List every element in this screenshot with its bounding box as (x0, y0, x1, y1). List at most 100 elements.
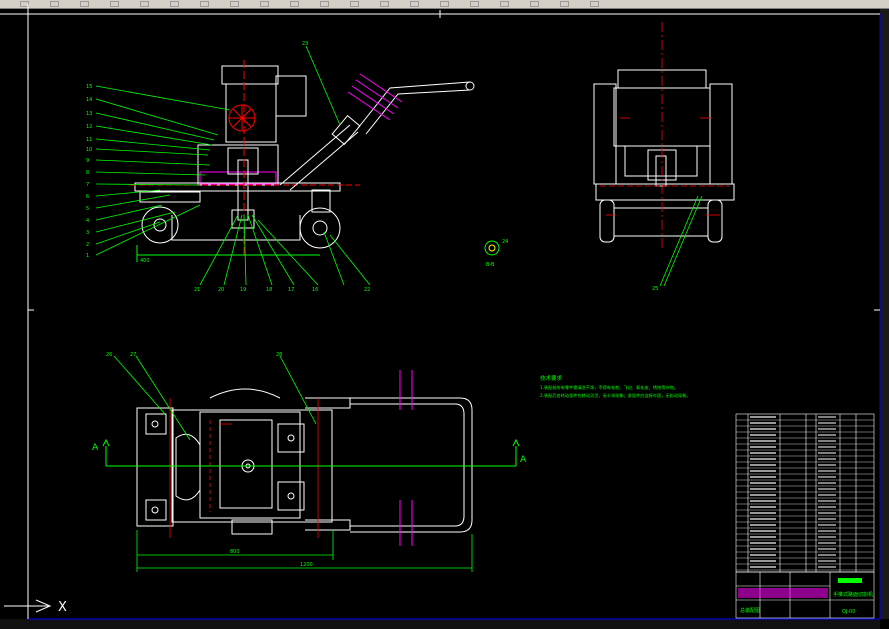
parts-list-entry (818, 500, 836, 502)
parts-list-entry (818, 524, 836, 526)
horizontal-scrollbar[interactable] (0, 619, 880, 629)
parts-list-entry (750, 554, 776, 556)
balloon: 17 (288, 287, 294, 293)
parts-list-entries (750, 416, 836, 568)
tech-notes-line-2: 2.装配后各转动部件应转动灵活，无卡滞现象；紧固件应连接牢固，无松动现象。 (540, 392, 691, 399)
parts-list-entry (818, 416, 836, 418)
parts-list-entry (750, 470, 776, 472)
toolbar-button[interactable] (470, 1, 479, 7)
parts-list-entry (750, 476, 776, 478)
parts-list-entry (818, 488, 836, 490)
parts-list-entry (750, 452, 776, 454)
balloon: 3 (86, 230, 89, 236)
balloon: 22 (364, 287, 370, 293)
parts-list-entry (818, 476, 836, 478)
parts-list-entry (818, 530, 836, 532)
tech-notes: 技术要求 1.装配前所有零件需清洗干净，不得有毛刺、飞边、氧化皮、锈蚀等杂物。 … (540, 374, 691, 399)
balloon: 19 (240, 287, 246, 293)
dimension: 800 (230, 549, 240, 555)
balloon: 24 (502, 239, 508, 245)
parts-list-entry (818, 428, 836, 430)
toolbar-button[interactable] (260, 1, 269, 7)
side-view-balloons: 15 14 13 12 11 10 9 8 7 6 5 4 3 2 1 23 2… (86, 41, 370, 293)
toolbar-button[interactable] (230, 1, 239, 7)
balloon: 1 (86, 253, 89, 259)
toolbar-button[interactable] (50, 1, 59, 7)
tech-notes-line-1: 1.装配前所有零件需清洗干净，不得有毛刺、飞边、氧化皮、锈蚀等杂物。 (540, 384, 678, 391)
balloon: 18 (266, 287, 272, 293)
title-block-accent (838, 578, 862, 583)
balloon: 8 (86, 170, 89, 176)
parts-list-entry (818, 494, 836, 496)
balloon: 9 (86, 158, 89, 164)
parts-list-entry (750, 518, 776, 520)
parts-list-entry (750, 428, 776, 430)
parts-list-entry (818, 542, 836, 544)
toolbar-button[interactable] (320, 1, 329, 7)
toolbar-button[interactable] (350, 1, 359, 7)
balloon: 20 (218, 287, 224, 293)
balloon: 28 (276, 352, 282, 358)
parts-list-entry (750, 416, 776, 418)
parts-list-entry (818, 446, 836, 448)
parts-list-entry (750, 506, 776, 508)
balloon: 16 (312, 287, 318, 293)
dimension: 1200 (300, 562, 313, 568)
front-view-leaders (659, 195, 703, 287)
parts-list-entry (818, 566, 836, 568)
dimension: 400 (140, 258, 150, 264)
parts-list-entry (750, 434, 776, 436)
balloon: 13 (86, 111, 92, 117)
section-mark-left: A (92, 443, 99, 453)
vertical-scrollbar[interactable] (880, 9, 889, 619)
toolbar-button[interactable] (590, 1, 599, 7)
balloon: 21 (194, 287, 200, 293)
parts-list-entry (750, 530, 776, 532)
toolbar-button[interactable] (80, 1, 89, 7)
toolbar-button[interactable] (110, 1, 119, 7)
parts-list-entry (750, 536, 776, 538)
balloon: 14 (86, 97, 92, 103)
toolbar-button[interactable] (410, 1, 419, 7)
parts-list-entry (818, 512, 836, 514)
side-view (130, 60, 475, 262)
section-mark-right: A (520, 455, 527, 465)
toolbar-button[interactable] (200, 1, 209, 7)
toolbar-button[interactable] (290, 1, 299, 7)
balloon: 11 (86, 137, 92, 143)
title-block-highlight (738, 588, 828, 598)
toolbar-button[interactable] (380, 1, 389, 7)
parts-list-entry (818, 434, 836, 436)
title-block (735, 571, 875, 619)
parts-list-entry (818, 560, 836, 562)
toolbar-button[interactable] (440, 1, 449, 7)
side-view-leaders (95, 45, 371, 286)
balloon: 2 (86, 242, 89, 248)
toolbar-button[interactable] (560, 1, 569, 7)
parts-list-entry (750, 548, 776, 550)
parts-list-entry (750, 542, 776, 544)
parts-list-entry (750, 488, 776, 490)
toolbar (0, 0, 889, 9)
toolbar-button[interactable] (500, 1, 509, 7)
parts-list-entry (750, 464, 776, 466)
detail-label: B-B (486, 262, 495, 268)
parts-list-entry (750, 440, 776, 442)
parts-list-entry (818, 452, 836, 454)
parts-list-entry (818, 422, 836, 424)
ucs-icon (4, 599, 52, 613)
toolbar-button[interactable] (140, 1, 149, 7)
balloon: 6 (86, 194, 89, 200)
toolbar-button[interactable] (530, 1, 539, 7)
parts-list-entry (818, 554, 836, 556)
front-view (593, 69, 735, 243)
plan-view (136, 388, 473, 535)
parts-list-entry (750, 422, 776, 424)
toolbar-button[interactable] (170, 1, 179, 7)
drawing-number: QJ-00 (842, 609, 855, 615)
parts-list-entry (818, 470, 836, 472)
balloon: 25 (652, 286, 658, 292)
parts-list-entry (750, 458, 776, 460)
parts-list-entry (818, 464, 836, 466)
